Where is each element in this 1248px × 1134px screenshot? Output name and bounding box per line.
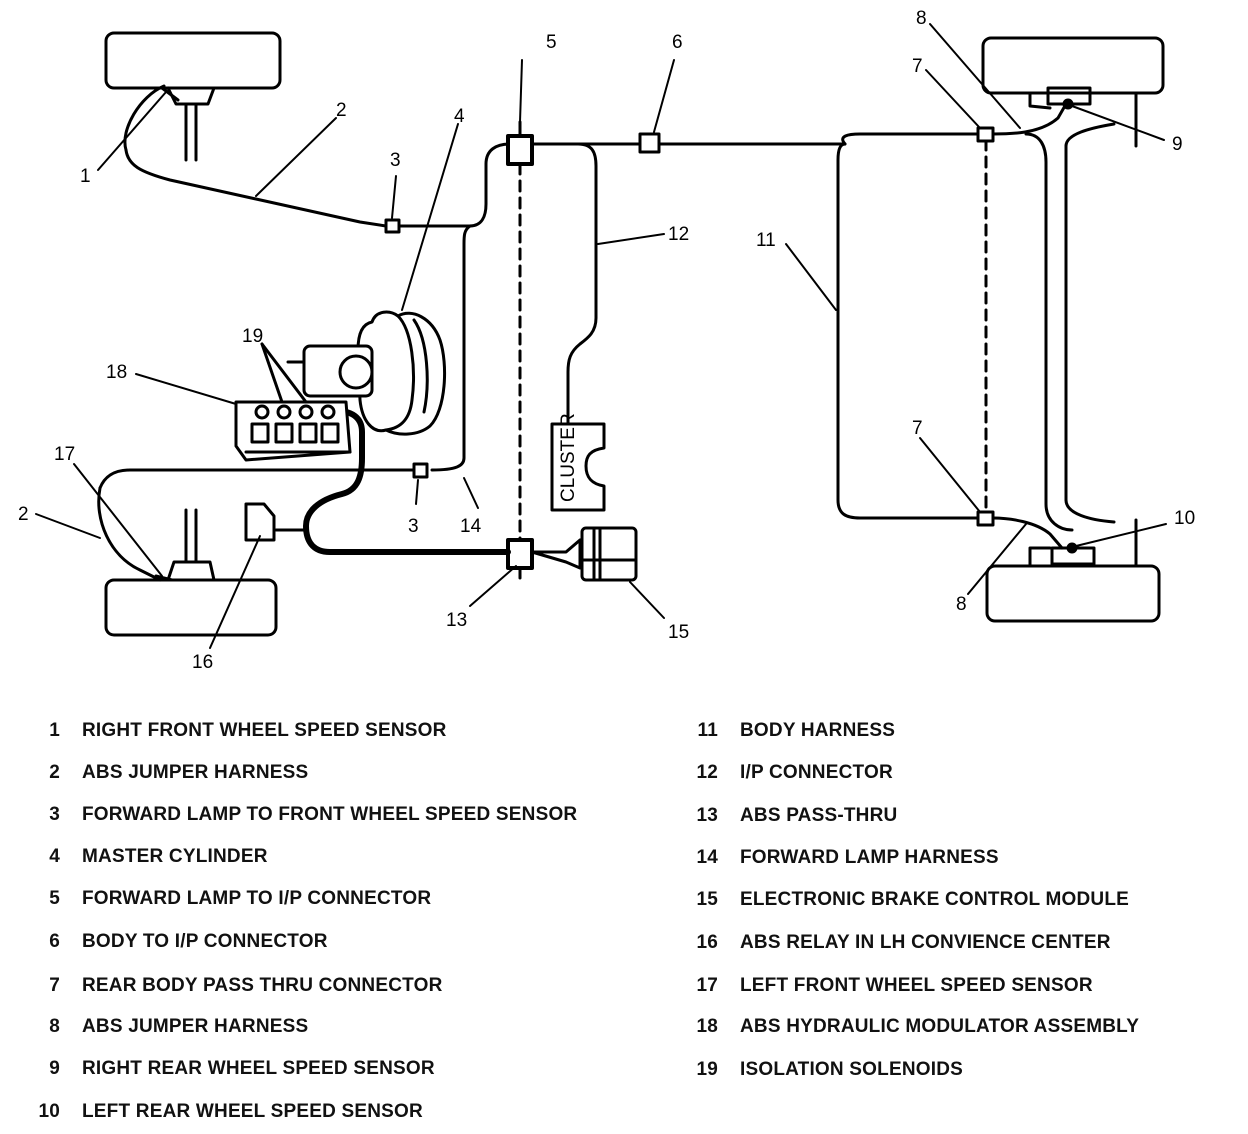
callout-4: 4 [454, 106, 465, 127]
electronic-brake-control-module [530, 526, 638, 582]
master-cylinder [286, 310, 447, 436]
callout-7-lower: 7 [912, 418, 923, 439]
callout-10: 10 [1174, 508, 1195, 529]
callout-13: 13 [446, 610, 467, 631]
callout-17: 17 [54, 444, 75, 465]
right-front-wheel [104, 31, 282, 162]
right-rear-wheel-speed-sensor [1062, 98, 1074, 110]
abs-hydraulic-modulator [234, 400, 352, 462]
callout-18: 18 [106, 362, 127, 383]
callout-2-upper: 2 [336, 100, 347, 121]
body-harness-top [657, 142, 982, 520]
abs-jumper-harness-rear-right [991, 102, 1068, 136]
callout-1: 1 [80, 166, 91, 187]
instrument-cluster: CLUSTER [550, 413, 606, 512]
abs-jumper-harness-rear-left [991, 516, 1064, 550]
isolation-solenoids [260, 342, 308, 404]
connector-3-lower [412, 462, 429, 479]
callout-19: 19 [242, 326, 263, 347]
abs-relay [244, 502, 276, 542]
cluster-label: CLUSTER [558, 413, 579, 502]
rear-axle [981, 36, 1165, 623]
forward-lamp-drop [430, 224, 472, 472]
left-front-wheel [97, 486, 278, 637]
abs-jumper-harness-front-left [97, 486, 162, 582]
forward-lamp-harness-upper [397, 142, 512, 228]
left-front-wheel-speed-sensor [154, 574, 174, 582]
callout-7-upper: 7 [912, 56, 923, 77]
callout-5: 5 [546, 32, 557, 53]
callout-8-lower: 8 [956, 594, 967, 615]
callout-9: 9 [1172, 134, 1183, 155]
callout-3-upper: 3 [390, 150, 401, 171]
callout-14: 14 [460, 516, 482, 537]
ip-connector-harness [566, 142, 598, 426]
abs-harness-heavy [303, 407, 511, 555]
callout-2-lower: 2 [18, 504, 29, 525]
forward-lamp-harness-lower [98, 468, 416, 490]
callout-12: 12 [668, 224, 689, 245]
callout-3-lower: 3 [408, 516, 419, 537]
callout-11: 11 [756, 230, 776, 251]
callout-8-upper: 8 [916, 8, 927, 29]
left-rear-wheel-speed-sensor [1066, 542, 1078, 554]
callout-6: 6 [672, 32, 683, 53]
abs-jumper-harness-front-right [124, 148, 388, 228]
callout-16: 16 [192, 652, 213, 673]
right-front-wheel-speed-sensor [160, 86, 180, 102]
callout-15: 15 [668, 622, 689, 643]
abs-wiring-diagram: CLUSTER [18, 8, 1195, 673]
